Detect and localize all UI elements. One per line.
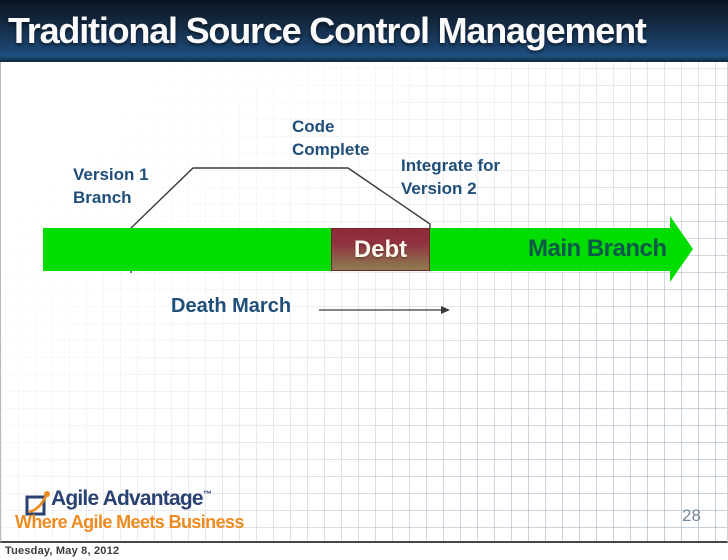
date-stamp: Tuesday, May 8, 2012 <box>5 545 120 557</box>
logo-name: Agile Advantage™ <box>51 487 212 510</box>
code-complete-label: Code Complete <box>292 115 369 161</box>
debt-label: Debt <box>353 235 408 263</box>
version1-branch-label-line2: Branch <box>73 188 132 207</box>
version1-branch-label: Version 1 Branch <box>73 163 149 209</box>
main-branch-arrowhead-icon <box>670 216 693 282</box>
logo-swoosh-icon <box>28 495 48 514</box>
integrate-version2-label-line2: Version 2 <box>401 179 477 198</box>
death-march-label: Death March <box>171 295 292 317</box>
death-march-arrowhead-icon <box>441 306 450 314</box>
slide-page-number: 28 <box>682 506 701 525</box>
logo-square-icon <box>25 495 46 516</box>
code-complete-label-line1: Code <box>292 117 335 136</box>
logo-dot-icon <box>44 491 50 497</box>
main-branch-label: Main Branch <box>528 235 667 262</box>
debt-box: Debt <box>331 228 430 271</box>
slide-canvas: Main Branch Debt Version 1 Branch Code C… <box>0 0 728 543</box>
logo-tagline: Where Agile Meets Business <box>15 512 244 532</box>
agile-advantage-logo-icon <box>25 491 50 516</box>
slide-title-bar: Traditional Source Control Management <box>0 0 728 62</box>
integrate-version2-label: Integrate for Version 2 <box>401 154 500 200</box>
version1-branch-label-line1: Version 1 <box>73 165 149 184</box>
diagram-lines-layer <box>130 167 450 314</box>
integrate-version2-label-line1: Integrate for <box>401 156 501 175</box>
code-complete-label-line2: Complete <box>292 140 370 159</box>
trademark-symbol: ™ <box>202 489 212 499</box>
slide-title: Traditional Source Control Management <box>8 10 647 51</box>
